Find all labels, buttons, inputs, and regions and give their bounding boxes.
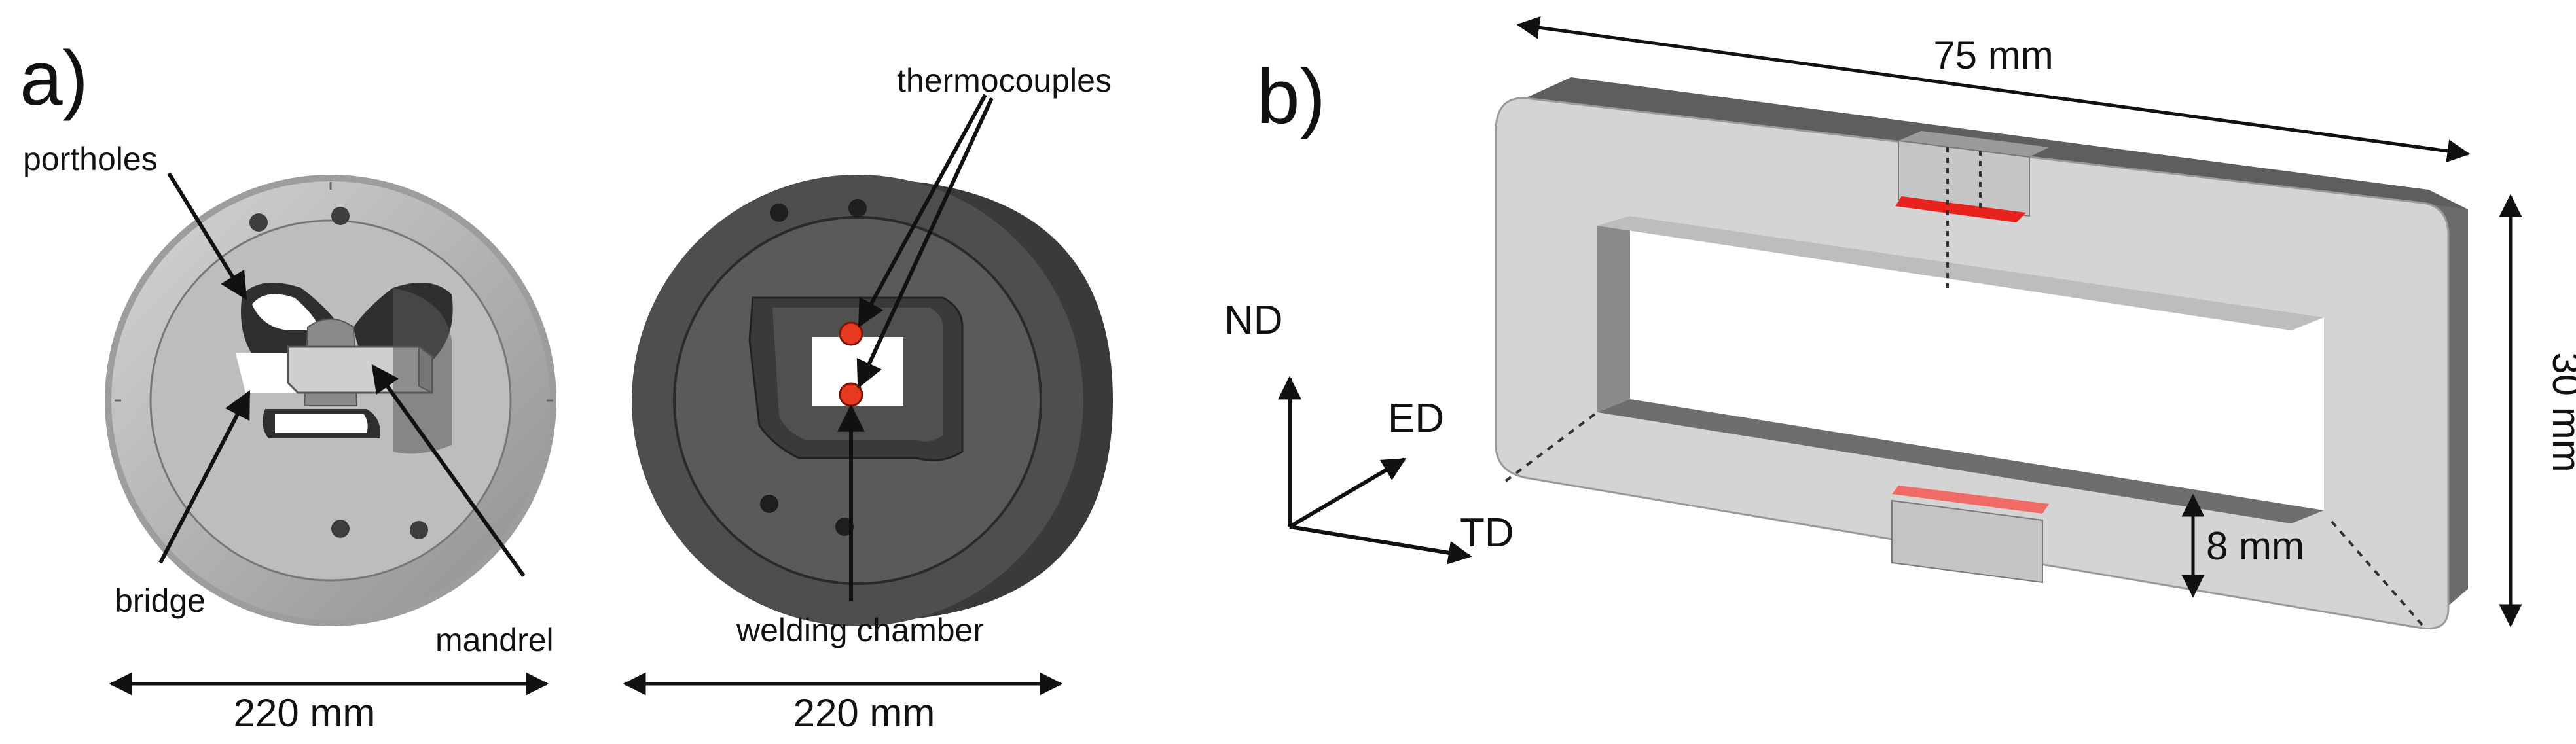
inner-wall-left (1597, 216, 1630, 412)
dimension-right-die: 220 mm (793, 691, 935, 735)
welding-chamber-label: welding chamber (736, 612, 984, 648)
bolt-hole (249, 213, 268, 232)
inner-wall-bottom (1597, 399, 2324, 523)
thermocouple-leader-upper (858, 94, 987, 328)
thermocouple-leader-lower (856, 97, 994, 389)
bridge-label: bridge (115, 582, 206, 619)
coordinate-axes: ND ED TD (1224, 298, 1514, 565)
dimension-left-die: 220 mm (234, 691, 376, 735)
bearing-opening (275, 414, 368, 433)
mandrel-leader (371, 364, 526, 577)
section-line (1504, 411, 1599, 482)
weld-zone-bottom (1892, 486, 2049, 514)
panel-a: a) (20, 35, 1113, 735)
inner-wall-top (1597, 216, 2324, 330)
axis-ed-label: ED (1388, 396, 1444, 441)
bolt-hole (410, 521, 428, 539)
dimension-arrow-length (1516, 16, 2471, 163)
porthole-opening (236, 353, 301, 393)
notch-bottom (1891, 499, 2043, 584)
axis-td-label: TD (1460, 510, 1514, 556)
thermocouple-marker (839, 382, 863, 407)
panel-b-label: b) (1257, 54, 1326, 140)
bridge-leader (158, 390, 251, 564)
welding-chamber-die (632, 175, 1113, 626)
portholes-leader (167, 172, 247, 300)
dimension-length: 75 mm (1933, 33, 2053, 77)
section-line (2329, 519, 2423, 626)
bolt-hole (770, 204, 788, 222)
bolt-hole (760, 495, 778, 513)
bolt-hole (331, 207, 350, 225)
thermocouple-marker (839, 321, 863, 346)
panel-a-label: a) (20, 35, 88, 122)
dimension-height: 30 mm (2545, 352, 2576, 472)
portholes-label: portholes (23, 141, 158, 177)
thermocouples-label: thermocouples (897, 62, 1112, 99)
mandrel-die (105, 175, 556, 626)
axis-ed (1288, 457, 1407, 529)
bolt-hole (848, 199, 867, 217)
weld-zone-top (1895, 196, 2026, 222)
porthole-opening (252, 294, 321, 330)
callout-leaders (158, 94, 994, 601)
frame-opening (1630, 216, 2324, 510)
mandrel-label: mandrel (435, 622, 554, 658)
specimen-frame (1495, 77, 2468, 630)
axis-nd-label: ND (1224, 298, 1283, 343)
bolt-hole (331, 520, 350, 538)
panel-b: b) (1224, 16, 2576, 630)
dimension-depth: 8 mm (2206, 524, 2304, 568)
axis-td (1289, 525, 1472, 565)
